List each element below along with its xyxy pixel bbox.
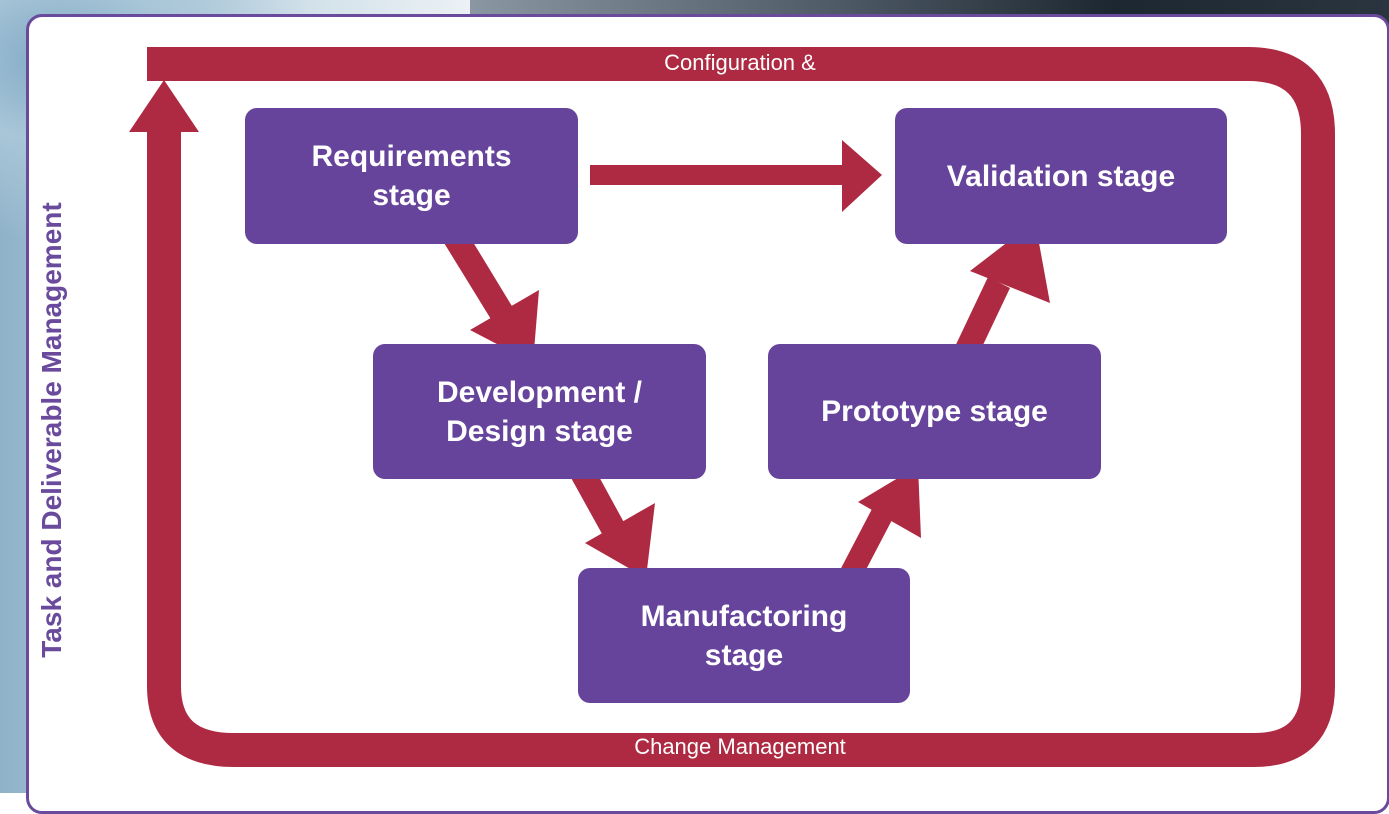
arrow-development-to-manufacturing [570, 462, 655, 578]
stage-validation: Validation stage [895, 108, 1227, 244]
arrow-requirements-to-development [441, 224, 539, 363]
side-label: Task and Deliverable Management [36, 202, 67, 658]
arrow-requirements-to-validation [590, 140, 882, 212]
loop-band [147, 47, 1335, 767]
diagram-canvas [129, 47, 1335, 767]
loop-top-label: Configuration & [664, 50, 816, 75]
stage-requirements: Requirements stage [245, 108, 578, 244]
stage-prototype: Prototype stage [768, 344, 1101, 479]
arrow-manufacturing-to-prototype [838, 466, 921, 585]
loop-bottom-label: Change Management [634, 734, 846, 759]
loop-arrowhead-up [129, 80, 199, 132]
stage-development: Development / Design stage [373, 344, 706, 479]
stage-manufacturing: Manufactoring stage [578, 568, 910, 703]
